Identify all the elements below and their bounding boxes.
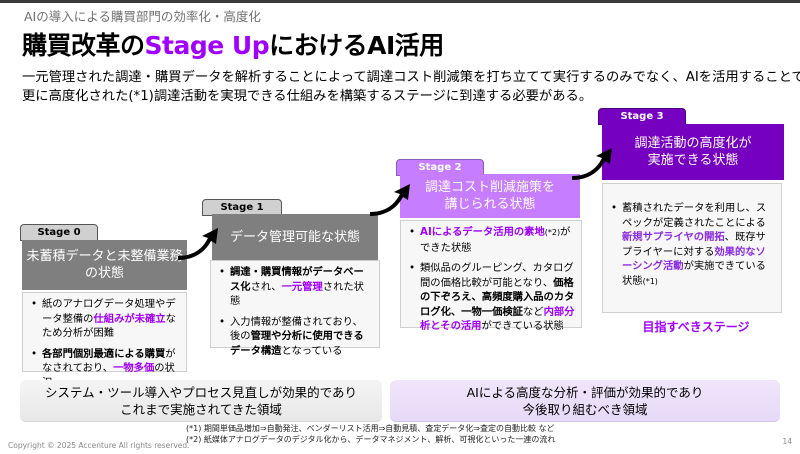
bullet-text: された状態	[230, 280, 364, 308]
bullet-text: がなされており、	[42, 347, 176, 375]
bullet-text: 仕組みが未確立	[93, 312, 166, 325]
band-left-line-2: これまで実施されてきた領域	[120, 401, 282, 417]
bullet-item: 類似品のグルーピング、カタログ間の価格比較が可能となり、価格の下ぞろえ、高頻度購…	[407, 261, 575, 334]
stage-3-heading-line-2: 実施できる状態	[647, 153, 739, 168]
stage-2-bullets: AIによるデータ活用の素地(*2)ができた状態類似品のグルーピング、カタログ間の…	[407, 225, 575, 334]
bullet-text: が実施できている状態	[622, 260, 766, 287]
goal-stage-label: 目指すべきステージ	[642, 320, 750, 334]
bullet-text: 一物多価	[113, 362, 155, 374]
band-right-line-1: AIによる高度な分析・評価が効果的であり	[466, 384, 704, 400]
page-number: 14	[782, 437, 792, 446]
stage-3-heading-line-1: 調達活動の高度化が	[634, 136, 752, 151]
stage-0-tab: Stage 0	[20, 224, 98, 241]
arrow-stage-2-to-3-icon	[572, 148, 612, 180]
slide-subtitle: AIの導入による購買部門の効率化・高度化	[24, 9, 261, 24]
bullet-item: 蓄積されたデータを利用し、スペックが定義されたことによる新規サプライヤの開拓、既…	[609, 201, 775, 289]
stage-2-heading: 調達コスト削減施策を 講じられる状態	[400, 174, 580, 218]
band-left-line-1: システム・ツール導入やプロセス見直しが効果的であり	[44, 384, 357, 400]
stage-3-body: 蓄積されたデータを利用し、スペックが定義されたことによる新規サプライヤの開拓、既…	[602, 183, 782, 313]
bullet-text: 蓄積されたデータを利用し、スペックが定義されたことによる	[622, 202, 767, 229]
band-right-line-2: 今後取り組むべき領域	[522, 401, 648, 417]
stage-1-body: 調達・購買情報がデータベース化され、一元管理された状態入力情報が整備されており、…	[210, 260, 380, 357]
bullet-text: ができた状態	[420, 226, 571, 254]
bullet-item: 紙のアナログデータ処理やデータ整備の仕組みが未確立なため分析が困難	[29, 297, 180, 341]
band-past-area: システム・ツール導入やプロセス見直しが効果的であり これまで実施されてきた領域	[20, 380, 382, 422]
title-accent: Stage Up	[144, 31, 270, 60]
bullet-text: 管理や分析に使用できるデータ構造	[230, 330, 364, 357]
arrow-stage-0-to-1-icon	[178, 228, 218, 260]
bullet-text: 入力情報が整備されており、後の	[230, 315, 363, 343]
bullet-text: 新規サプライヤの開拓	[622, 231, 725, 243]
bullet-text: (*1)	[642, 276, 658, 286]
bullet-text: (*2)	[544, 228, 561, 237]
stage-3-bullets: 蓄積されたデータを利用し、スペックが定義されたことによる新規サプライヤの開拓、既…	[609, 201, 775, 295]
bullet-text: なため分析が困難	[42, 312, 176, 340]
bullet-text: 内部分析とその活用	[420, 305, 575, 333]
bullet-text: 調達・購買情報がデータベース化	[230, 266, 364, 293]
bullet-item: 入力情報が整備されており、後の管理や分析に使用できるデータ構造となっている	[217, 315, 373, 359]
bullet-text: 各部門個別最適による購買	[42, 347, 166, 360]
title-suffix: におけるAI活用	[269, 31, 444, 60]
bullet-text: 類似品のグルーピング、カタログ間の価格比較が可能となり、	[420, 262, 574, 289]
stage-1-heading: データ管理可能な状態	[212, 214, 378, 260]
lead-line-2: 更に高度化された(*1)調達活動を実現できる仕組みを構築するステージに到達する必…	[22, 89, 593, 104]
stage-2-body: AIによるデータ活用の素地(*2)ができた状態類似品のグルーピング、カタログ間の…	[400, 220, 582, 332]
stage-0-bullets: 紙のアナログデータ処理やデータ整備の仕組みが未確立なため分析が困難各部門個別最適…	[29, 297, 180, 390]
lead-text: 一元管理された調達・購買データを解析することによって調達コスト削減策を打ち立てて…	[22, 68, 800, 106]
bullet-text: ができている状態	[481, 320, 564, 332]
bullet-item: 調達・購買情報がデータベース化され、一元管理された状態	[217, 265, 373, 309]
bullet-text: など	[522, 305, 544, 318]
band-future-area: AIによる高度な分析・評価が効果的であり 今後取り組むべき領域	[390, 380, 780, 422]
bullet-text: 価格の下ぞろえ、高頻度購入品のカタログ化、一物一価検証	[420, 276, 575, 318]
stage-3-heading: 調達活動の高度化が 実施できる状態	[602, 124, 784, 180]
stage-2-heading-line-2: 講じられる状態	[444, 197, 536, 212]
stage-2-heading-line-1: 調達コスト削減施策を	[424, 180, 555, 195]
bullet-text: 紙のアナログデータ処理やデータ整備の	[42, 298, 176, 325]
title-prefix: 購買改革の	[22, 31, 145, 60]
bullet-text: 効果的なソーシング活動	[622, 245, 766, 273]
stage-3-tab: Stage 3	[598, 108, 686, 125]
bullet-text: AIによるデータ活用の素地	[420, 226, 545, 238]
footnote-1: (*1) 期間単価品増加⇒自動発注、ベンダーリスト活用⇒自動見積、査定データ化⇒…	[186, 424, 555, 433]
slide-title: 購買改革のStage UpにおけるAI活用	[22, 26, 444, 62]
footnote-2: (*2) 紙媒体アナログデータのデジタル化から、データマネジメント、解析、可視化…	[186, 434, 556, 444]
stage-0-heading-line-2: の状態	[84, 266, 124, 281]
bullet-item: AIによるデータ活用の素地(*2)ができた状態	[407, 225, 575, 255]
stage-0-heading-line-1: 未蓄積データと未整備業務	[26, 249, 183, 264]
lead-line-1: 一元管理された調達・購買データを解析することによって調達コスト削減策を打ち立てて…	[22, 70, 800, 85]
footnotes: (*1) 期間単価品増加⇒自動発注、ベンダーリスト活用⇒自動見積、査定データ化⇒…	[186, 424, 555, 445]
top-border	[0, 0, 800, 3]
stage-0-body: 紙のアナログデータ処理やデータ整備の仕組みが未確立なため分析が困難各部門個別最適…	[22, 292, 187, 389]
stage-1-bullets: 調達・購買情報がデータベース化され、一元管理された状態入力情報が整備されており、…	[217, 265, 373, 358]
copyright: Copyright © 2025 Accenture All rights re…	[8, 441, 190, 450]
arrow-stage-1-to-2-icon	[370, 184, 410, 216]
bullet-text: 、既存サプライヤーに対する	[622, 231, 766, 258]
stage-0-heading: 未蓄積データと未整備業務 の状態	[22, 240, 187, 290]
bullet-text: 一元管理	[281, 280, 323, 293]
stage-1-heading-line-1: データ管理可能な状態	[229, 229, 360, 245]
bullet-text: となっている	[281, 344, 343, 357]
bullet-text: され、	[250, 280, 282, 293]
